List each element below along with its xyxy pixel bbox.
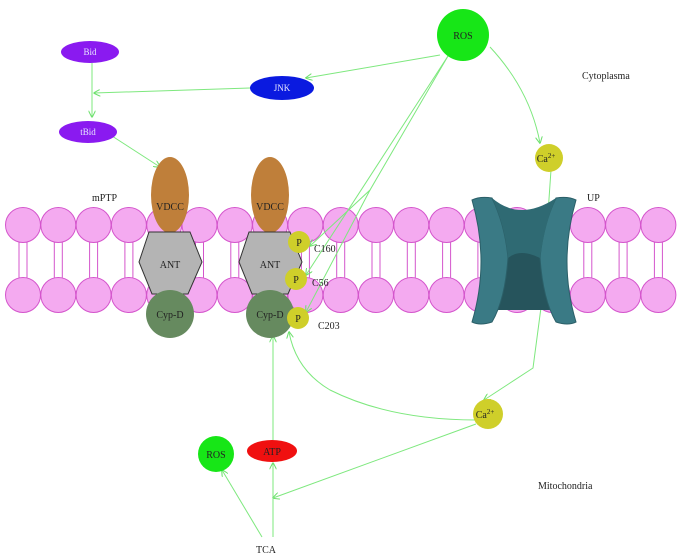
lipid-head <box>605 207 642 243</box>
lipid-head <box>110 277 147 313</box>
lipid-head <box>5 207 41 243</box>
ant-right-label: ANT <box>260 260 281 271</box>
cypd-left <box>146 290 194 338</box>
ant-left <box>138 231 203 295</box>
lipid-head <box>569 207 606 243</box>
arrow-ca-to-cypd <box>289 332 477 421</box>
vdcc-right <box>251 157 289 233</box>
cypd-left-label: Cyp-D <box>156 310 183 321</box>
site-c56-label: C56 <box>312 278 329 289</box>
ca-lower-node <box>473 399 503 429</box>
mptp-complex-left: VDCC ANT Cyp-D <box>138 157 203 338</box>
lipid-head <box>322 207 359 243</box>
tca-label: TCA <box>256 545 277 556</box>
bid-node <box>61 41 119 63</box>
arrow-jnk-to-bid-path <box>94 87 251 93</box>
atp-node <box>247 440 297 462</box>
phospho-c203-symbol: P <box>295 314 301 325</box>
lipid-head <box>358 207 394 243</box>
signaling-nodes: ROS Bid JNK tBid Ca2+ Ca2+ ROS ATP TCA <box>59 9 563 556</box>
ros-bottom-label: ROS <box>206 450 225 461</box>
lipid-head <box>75 207 112 243</box>
phospho-c56 <box>285 268 307 290</box>
lipid-head <box>640 207 677 243</box>
lipid-head <box>428 207 465 243</box>
lipid-head <box>40 207 77 243</box>
lipid-head <box>569 277 606 313</box>
ca-lower-label: Ca2+ <box>476 408 495 421</box>
lipid-head <box>393 277 430 313</box>
ca-upper-label: Ca2+ <box>537 152 556 165</box>
jnk-node <box>250 76 314 100</box>
arrow-ca-to-atp-path <box>273 423 477 498</box>
lipid-head <box>110 207 147 243</box>
arrows <box>92 46 552 538</box>
site-c160-label: C160 <box>314 244 336 255</box>
ros-bottom-node <box>198 436 234 472</box>
arrow-tbid-to-vdcc <box>111 135 160 167</box>
vdcc-left-label: VDCC <box>156 202 184 213</box>
lipid-head <box>640 277 677 313</box>
vdcc-left <box>151 157 189 233</box>
arrow-branch-to-c203 <box>306 189 371 312</box>
lipid-head <box>605 277 642 313</box>
arrow-ros-to-c56 <box>306 55 449 275</box>
vdcc-right-label: VDCC <box>256 202 284 213</box>
lipid-head <box>5 277 41 313</box>
region-labels: Cytoplasma Mitochondria mPTP UP <box>92 71 630 492</box>
cypd-right <box>246 290 294 338</box>
tbid-node <box>59 121 117 143</box>
arrow-tca-to-ros <box>222 470 263 538</box>
phospho-c56-symbol: P <box>293 275 299 286</box>
cytoplasma-label: Cytoplasma <box>582 71 630 82</box>
cypd-right-label: Cyp-D <box>256 310 283 321</box>
phospho-c203 <box>287 307 309 329</box>
up-channel <box>471 196 577 325</box>
tbid-label: tBid <box>80 127 96 137</box>
mptp-complex-right: VDCC ANT Cyp-D P P P C160 C56 C203 <box>238 157 340 338</box>
phospho-c160 <box>288 231 310 253</box>
atp-label: ATP <box>263 447 281 458</box>
bid-label: Bid <box>83 47 97 57</box>
lipid-head <box>393 207 430 243</box>
arrow-ros-to-ca <box>489 46 540 143</box>
arrow-ros-to-jnk <box>306 54 441 78</box>
mitochondria-label: Mitochondria <box>538 481 593 492</box>
lipid-head <box>358 277 394 313</box>
mptp-label: mPTP <box>92 193 117 204</box>
lipid-head <box>428 277 465 313</box>
lipid-head <box>40 277 77 313</box>
ca-upper-node <box>535 144 563 172</box>
phospho-c160-symbol: P <box>296 238 302 249</box>
ros-top-label: ROS <box>453 31 472 42</box>
lipid-head <box>75 277 112 313</box>
membrane-bilayer <box>5 207 677 313</box>
site-c203-label: C203 <box>318 321 340 332</box>
up-label: UP <box>587 193 600 204</box>
ros-top-node <box>437 9 489 61</box>
ant-left-label: ANT <box>160 260 181 271</box>
jnk-label: JNK <box>274 83 291 93</box>
